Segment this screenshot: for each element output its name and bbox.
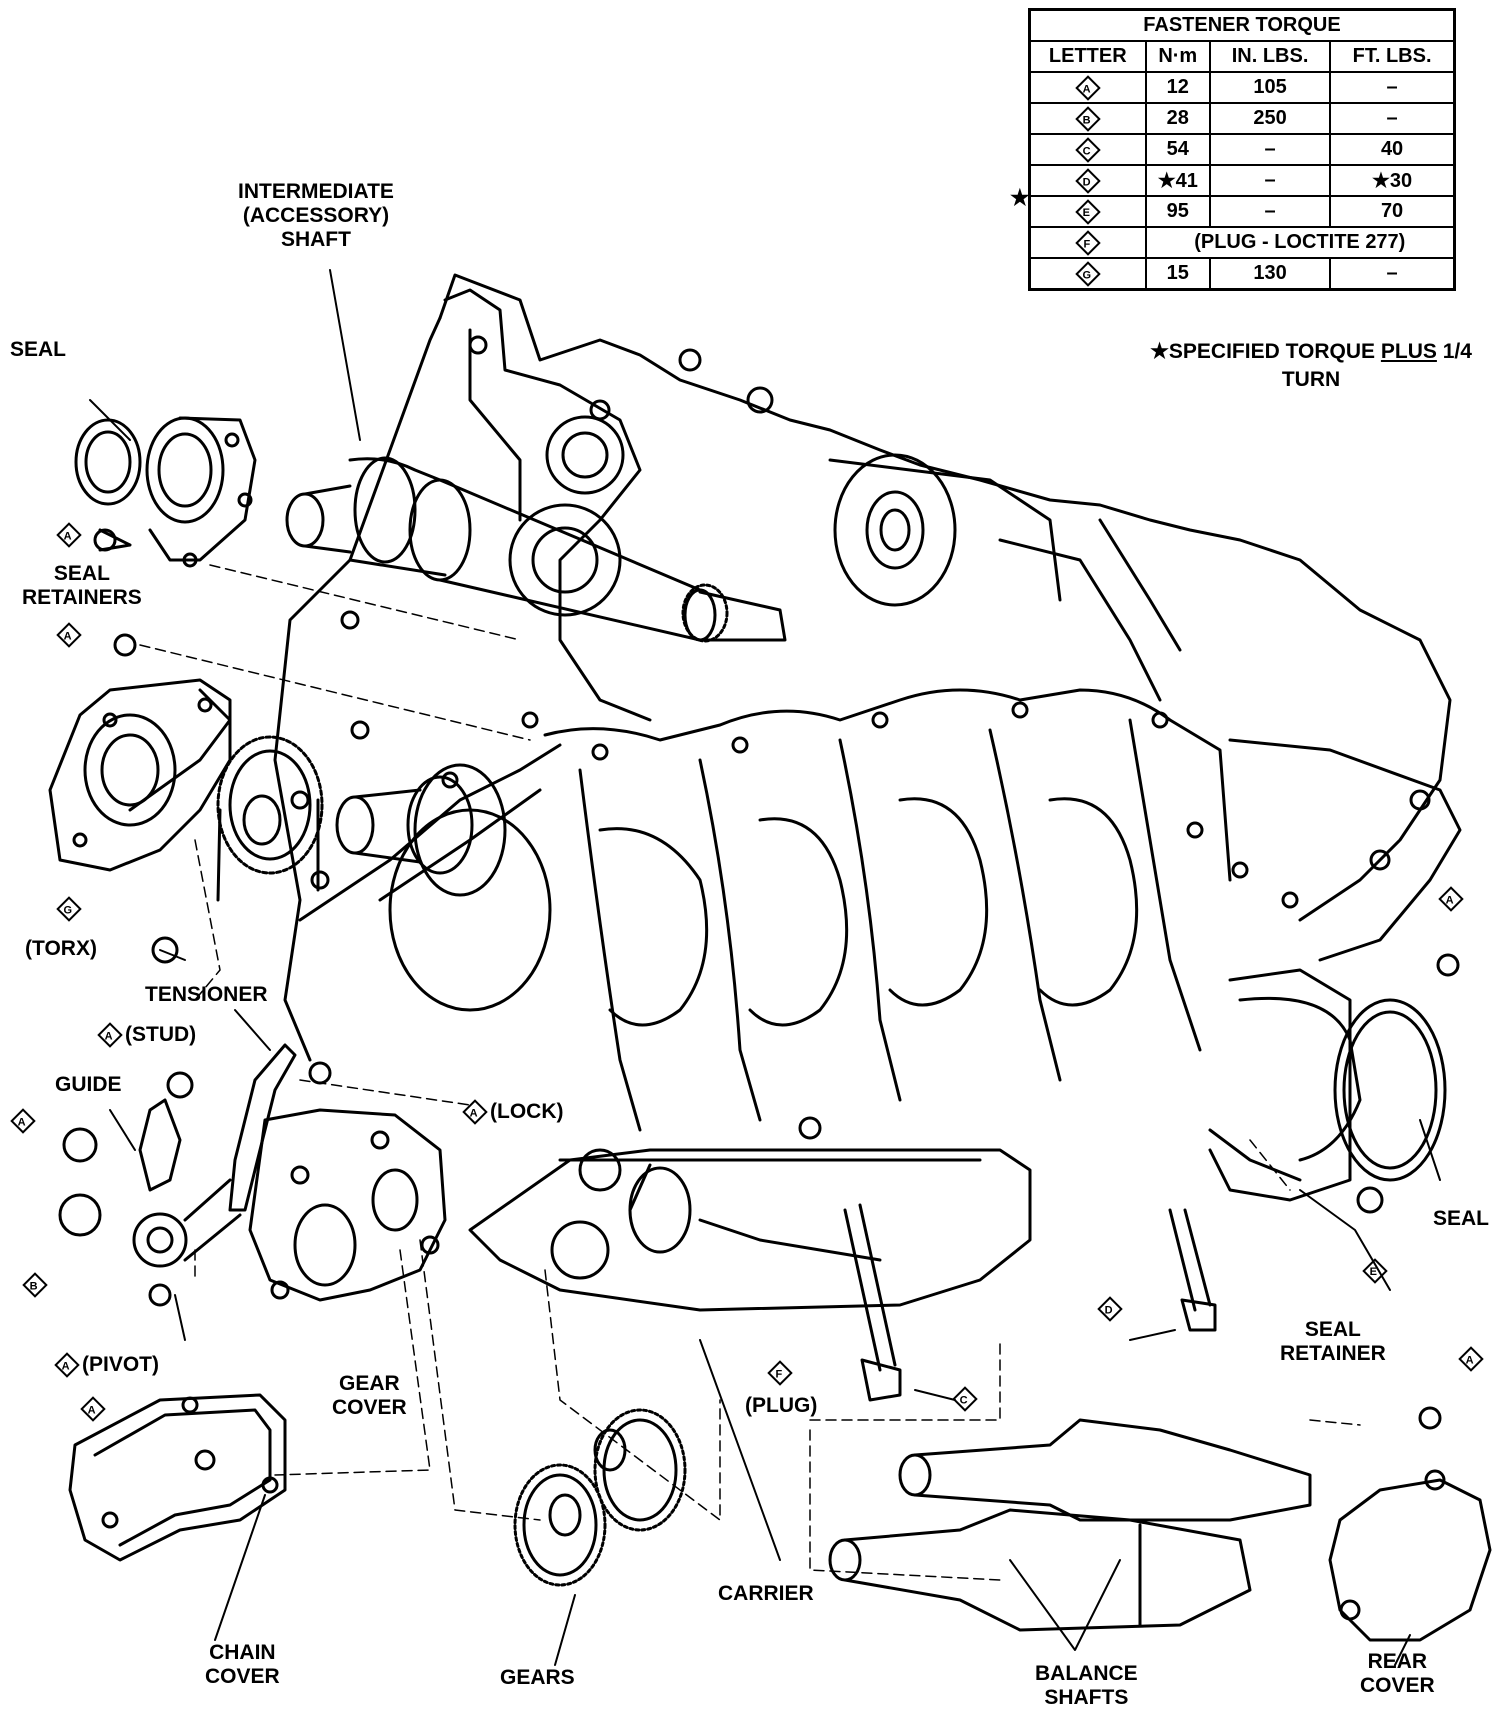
guide-label: GUIDE (55, 1073, 122, 1096)
engine-block (273, 273, 1462, 1162)
gear-cover-label: GEAR COVER (332, 1372, 407, 1419)
lock-label: (LOCK) (490, 1100, 564, 1123)
ft-lbs-cell: – (1329, 71, 1456, 104)
letter-b-callout: B (20, 1272, 50, 1298)
ft-lbs-cell: – (1329, 102, 1456, 135)
torque-table-title: FASTENER TORQUE (1028, 8, 1456, 42)
header-letter: LETTER (1028, 40, 1147, 73)
ft-lbs-cell: 70 (1329, 195, 1456, 228)
row-d-star-marker: ★ (1010, 185, 1030, 210)
in-lbs-cell: – (1208, 133, 1332, 166)
ft-lbs-cell: ★30 (1329, 164, 1456, 197)
gears-label: GEARS (500, 1666, 575, 1689)
seal-retainer-label-right: SEAL RETAINER (1280, 1318, 1386, 1365)
letter-d-marker: D (1075, 168, 1101, 194)
carrier-label: CARRIER (718, 1582, 814, 1605)
in-lbs-cell: 250 (1208, 102, 1332, 135)
torque-row-c: C 54 – 40 (1028, 133, 1456, 166)
in-lbs-cell: 130 (1208, 257, 1332, 291)
leader-lines (89, 269, 1441, 1666)
carrier-bolts (843, 1203, 1217, 1402)
rear-cover-label: REAR COVER (1360, 1650, 1435, 1697)
torque-row-d: D ★41 – ★30 (1028, 164, 1456, 197)
torque-row-g: G 15 130 – (1028, 257, 1456, 291)
letter-a-callout: A (54, 522, 84, 548)
ft-lbs-cell: – (1329, 257, 1456, 291)
header-in-lbs: IN. LBS. (1208, 40, 1332, 73)
rear-cover-part (1328, 1469, 1492, 1642)
letter-c-marker: C (1075, 137, 1101, 163)
letter-e-callout: E (1360, 1258, 1390, 1284)
footnote-plus: PLUS (1380, 340, 1437, 363)
fastener-torque-table: FASTENER TORQUE LETTER N·m IN. LBS. FT. … (1028, 8, 1456, 291)
ft-lbs-cell: 40 (1329, 133, 1456, 166)
nm-cell: 12 (1144, 71, 1211, 104)
crank-sprocket (216, 735, 324, 902)
crank-snout (335, 763, 507, 897)
letter-b-marker: B (1075, 106, 1101, 132)
header-nm: N·m (1144, 40, 1211, 73)
balance-gears-part (513, 1408, 687, 1587)
letter-e-marker: E (1075, 199, 1101, 225)
tensioner-guide (132, 1043, 297, 1268)
stud-label: (STUD) (125, 1023, 197, 1046)
nm-cell: 95 (1144, 195, 1211, 228)
rear-seal-parts (1208, 968, 1447, 1202)
tensioner-label: TENSIONER (145, 983, 268, 1006)
letter-a-callout: A (54, 622, 84, 648)
chain-cover-label: CHAIN COVER (205, 1641, 280, 1688)
seal-label-top: SEAL (10, 338, 67, 361)
plug-note-cell: (PLUG - LOCTITE 277) (1144, 226, 1456, 259)
letter-f-marker: F (1075, 230, 1101, 256)
letter-a-marker: A (1075, 75, 1101, 101)
pivot-label: (PIVOT) (82, 1353, 159, 1376)
nm-cell: 28 (1144, 102, 1211, 135)
gear-cover-part (248, 1108, 447, 1302)
in-lbs-cell: – (1208, 195, 1332, 228)
footnote-line-2: 1/4 TURN (1281, 340, 1472, 391)
letter-d-callout: D (1095, 1296, 1125, 1322)
dashed-lines (139, 564, 1361, 1581)
plug-label: (PLUG) (745, 1394, 818, 1417)
small-bolts (58, 528, 1460, 1430)
torque-row-e: E 95 – 70 (1028, 195, 1456, 228)
lock-callout: A(LOCK) (460, 1099, 564, 1125)
header-ft-lbs: FT. LBS. (1329, 40, 1456, 73)
balance-shafts-part (828, 1418, 1312, 1632)
chain-cover-part (68, 1393, 287, 1562)
letter-g-marker: G (1075, 261, 1101, 287)
nm-cell: 54 (1144, 133, 1211, 166)
balance-shafts-label: BALANCE SHAFTS (1035, 1662, 1138, 1709)
letter-c-callout: C (950, 1386, 980, 1412)
letter-a-callout: A (8, 1108, 38, 1134)
letter-a-callout-rear: A (1456, 1346, 1486, 1372)
footnote-line-1: ★SPECIFIED TORQUE (1150, 340, 1376, 363)
in-lbs-cell: 105 (1208, 71, 1332, 104)
torque-row-a: A 12 105 – (1028, 71, 1456, 104)
letter-a-callout-right: A (1436, 886, 1466, 912)
letter-a-callout-chain: A (78, 1396, 108, 1422)
torque-footnote: ★SPECIFIED TORQUE PLUS 1/4 TURN (1118, 338, 1504, 394)
seal-label-right: SEAL (1433, 1207, 1490, 1230)
carrier-part (468, 1116, 1032, 1312)
seal-retainers-label: SEAL RETAINERS (22, 562, 142, 609)
intermediate-shaft-label: INTERMEDIATE (ACCESSORY) SHAFT (238, 180, 394, 251)
torque-row-b: B 28 250 – (1028, 102, 1456, 135)
nm-cell: ★41 (1144, 164, 1211, 197)
torque-row-f: F (PLUG - LOCTITE 277) (1028, 226, 1456, 259)
torx-label: (TORX) (25, 937, 97, 960)
stud-callout: A(STUD) (95, 1022, 197, 1048)
pivot-callout: A(PIVOT) (52, 1352, 159, 1378)
front-seal-parts (74, 416, 257, 568)
in-lbs-cell: – (1208, 164, 1332, 197)
intermediate-shaft (285, 456, 787, 643)
letter-f-callout: F (765, 1360, 795, 1386)
letter-g-callout: G (54, 896, 84, 922)
oil-pump-retainer (48, 678, 232, 872)
nm-cell: 15 (1144, 257, 1211, 291)
